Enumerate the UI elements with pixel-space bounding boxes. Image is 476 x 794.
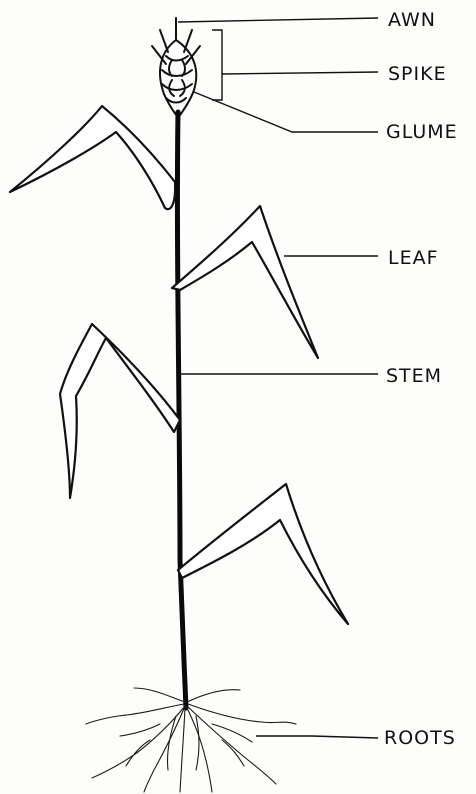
roots — [86, 688, 296, 792]
stem — [177, 112, 186, 708]
leaf-left-middle — [60, 324, 180, 498]
spike-body — [160, 40, 196, 118]
leader-lines — [178, 18, 378, 738]
label-awn: AWN — [388, 9, 436, 31]
spike-bracket — [212, 30, 222, 100]
spike-leader — [222, 72, 378, 74]
label-spike: SPIKE — [388, 63, 447, 85]
leaf-right-lower — [178, 484, 348, 624]
label-glume: GLUME — [386, 121, 458, 143]
leaf-upper-left — [10, 106, 175, 209]
label-leaf: LEAF — [388, 247, 439, 269]
leaf-right-upper — [172, 206, 318, 358]
label-roots: ROOTS — [384, 727, 456, 749]
roots-leader — [256, 736, 378, 738]
awn-leader — [178, 18, 378, 22]
spike — [152, 18, 200, 118]
label-stem: STEM — [386, 365, 442, 387]
